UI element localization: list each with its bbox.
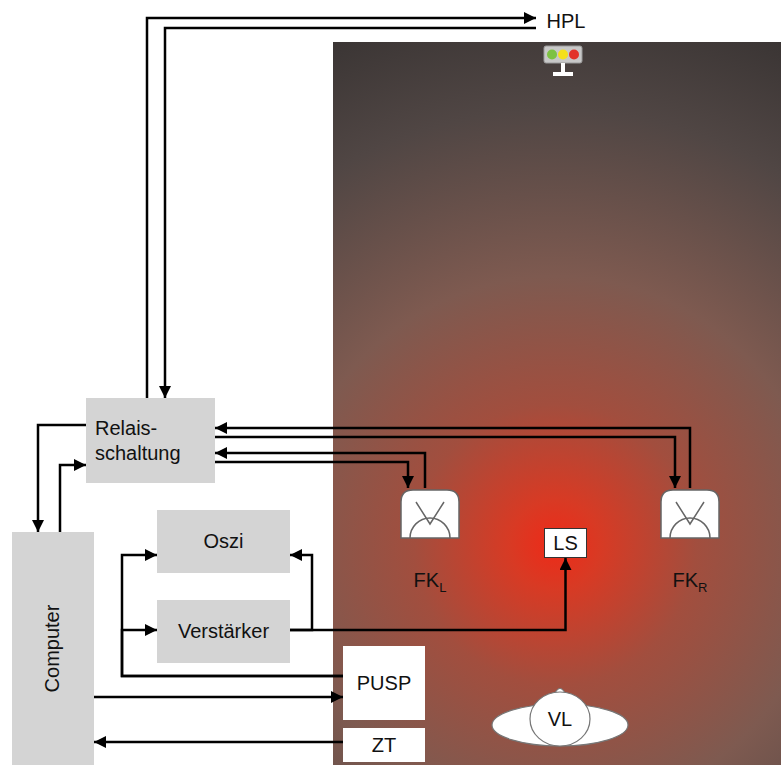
node-label: LS bbox=[553, 532, 577, 554]
speaker-box: LS bbox=[544, 528, 587, 558]
node-label: PUSP bbox=[357, 672, 411, 694]
device-box: ZT bbox=[343, 728, 425, 762]
node-label: ZT bbox=[372, 734, 396, 756]
connector-arrow bbox=[147, 18, 536, 398]
connector-arrow bbox=[38, 425, 86, 532]
connector-arrow bbox=[122, 555, 343, 676]
label-group: Computer bbox=[9, 636, 97, 661]
node-label: Oszi bbox=[204, 530, 244, 552]
connector-arrow bbox=[94, 696, 343, 699]
amplifier-box: Verstärker bbox=[157, 600, 290, 663]
node-label: FK bbox=[414, 569, 440, 591]
connector-arrow bbox=[215, 437, 675, 488]
camera: FKL bbox=[398, 488, 462, 598]
label-group: FKR bbox=[673, 568, 708, 596]
subscript-label: R bbox=[698, 580, 707, 595]
connector-arrow bbox=[94, 741, 343, 744]
traffic-light bbox=[544, 46, 582, 76]
connector-arrow bbox=[290, 555, 312, 630]
label-group: HPL bbox=[547, 9, 586, 34]
label-group: Relais- schaltung bbox=[95, 416, 206, 466]
room-area bbox=[333, 42, 781, 765]
connector-arrow bbox=[215, 462, 408, 488]
connector-arrow bbox=[60, 465, 86, 532]
connector-arrow bbox=[290, 558, 566, 630]
label-group: PUSP bbox=[357, 671, 411, 696]
computer-box: Computer bbox=[12, 532, 94, 765]
node-label: Relais- schaltung bbox=[95, 417, 181, 464]
label-group: Oszi bbox=[204, 529, 244, 554]
lamp-label: HPL bbox=[536, 6, 596, 36]
relay-box: Relais- schaltung bbox=[86, 398, 215, 483]
scope-box: Oszi bbox=[157, 510, 290, 573]
device-box: PUSP bbox=[343, 646, 425, 720]
connector-arrow bbox=[215, 453, 425, 488]
connector-arrow bbox=[165, 28, 536, 398]
label-group: VL bbox=[548, 707, 572, 732]
label-group: FKL bbox=[414, 568, 447, 596]
label-group: Verstärker bbox=[178, 619, 269, 644]
connector-arrow bbox=[215, 428, 690, 488]
person: VL bbox=[490, 683, 630, 748]
node-label: VL bbox=[548, 708, 572, 730]
camera: FKR bbox=[658, 488, 722, 598]
node-label: Computer bbox=[41, 605, 66, 693]
label-group: LS bbox=[553, 531, 577, 556]
node-label: FK bbox=[673, 569, 699, 591]
label-group: ZT bbox=[372, 733, 396, 758]
node-label: HPL bbox=[547, 10, 586, 32]
subscript-label: L bbox=[439, 580, 446, 595]
node-label: Verstärker bbox=[178, 620, 269, 642]
